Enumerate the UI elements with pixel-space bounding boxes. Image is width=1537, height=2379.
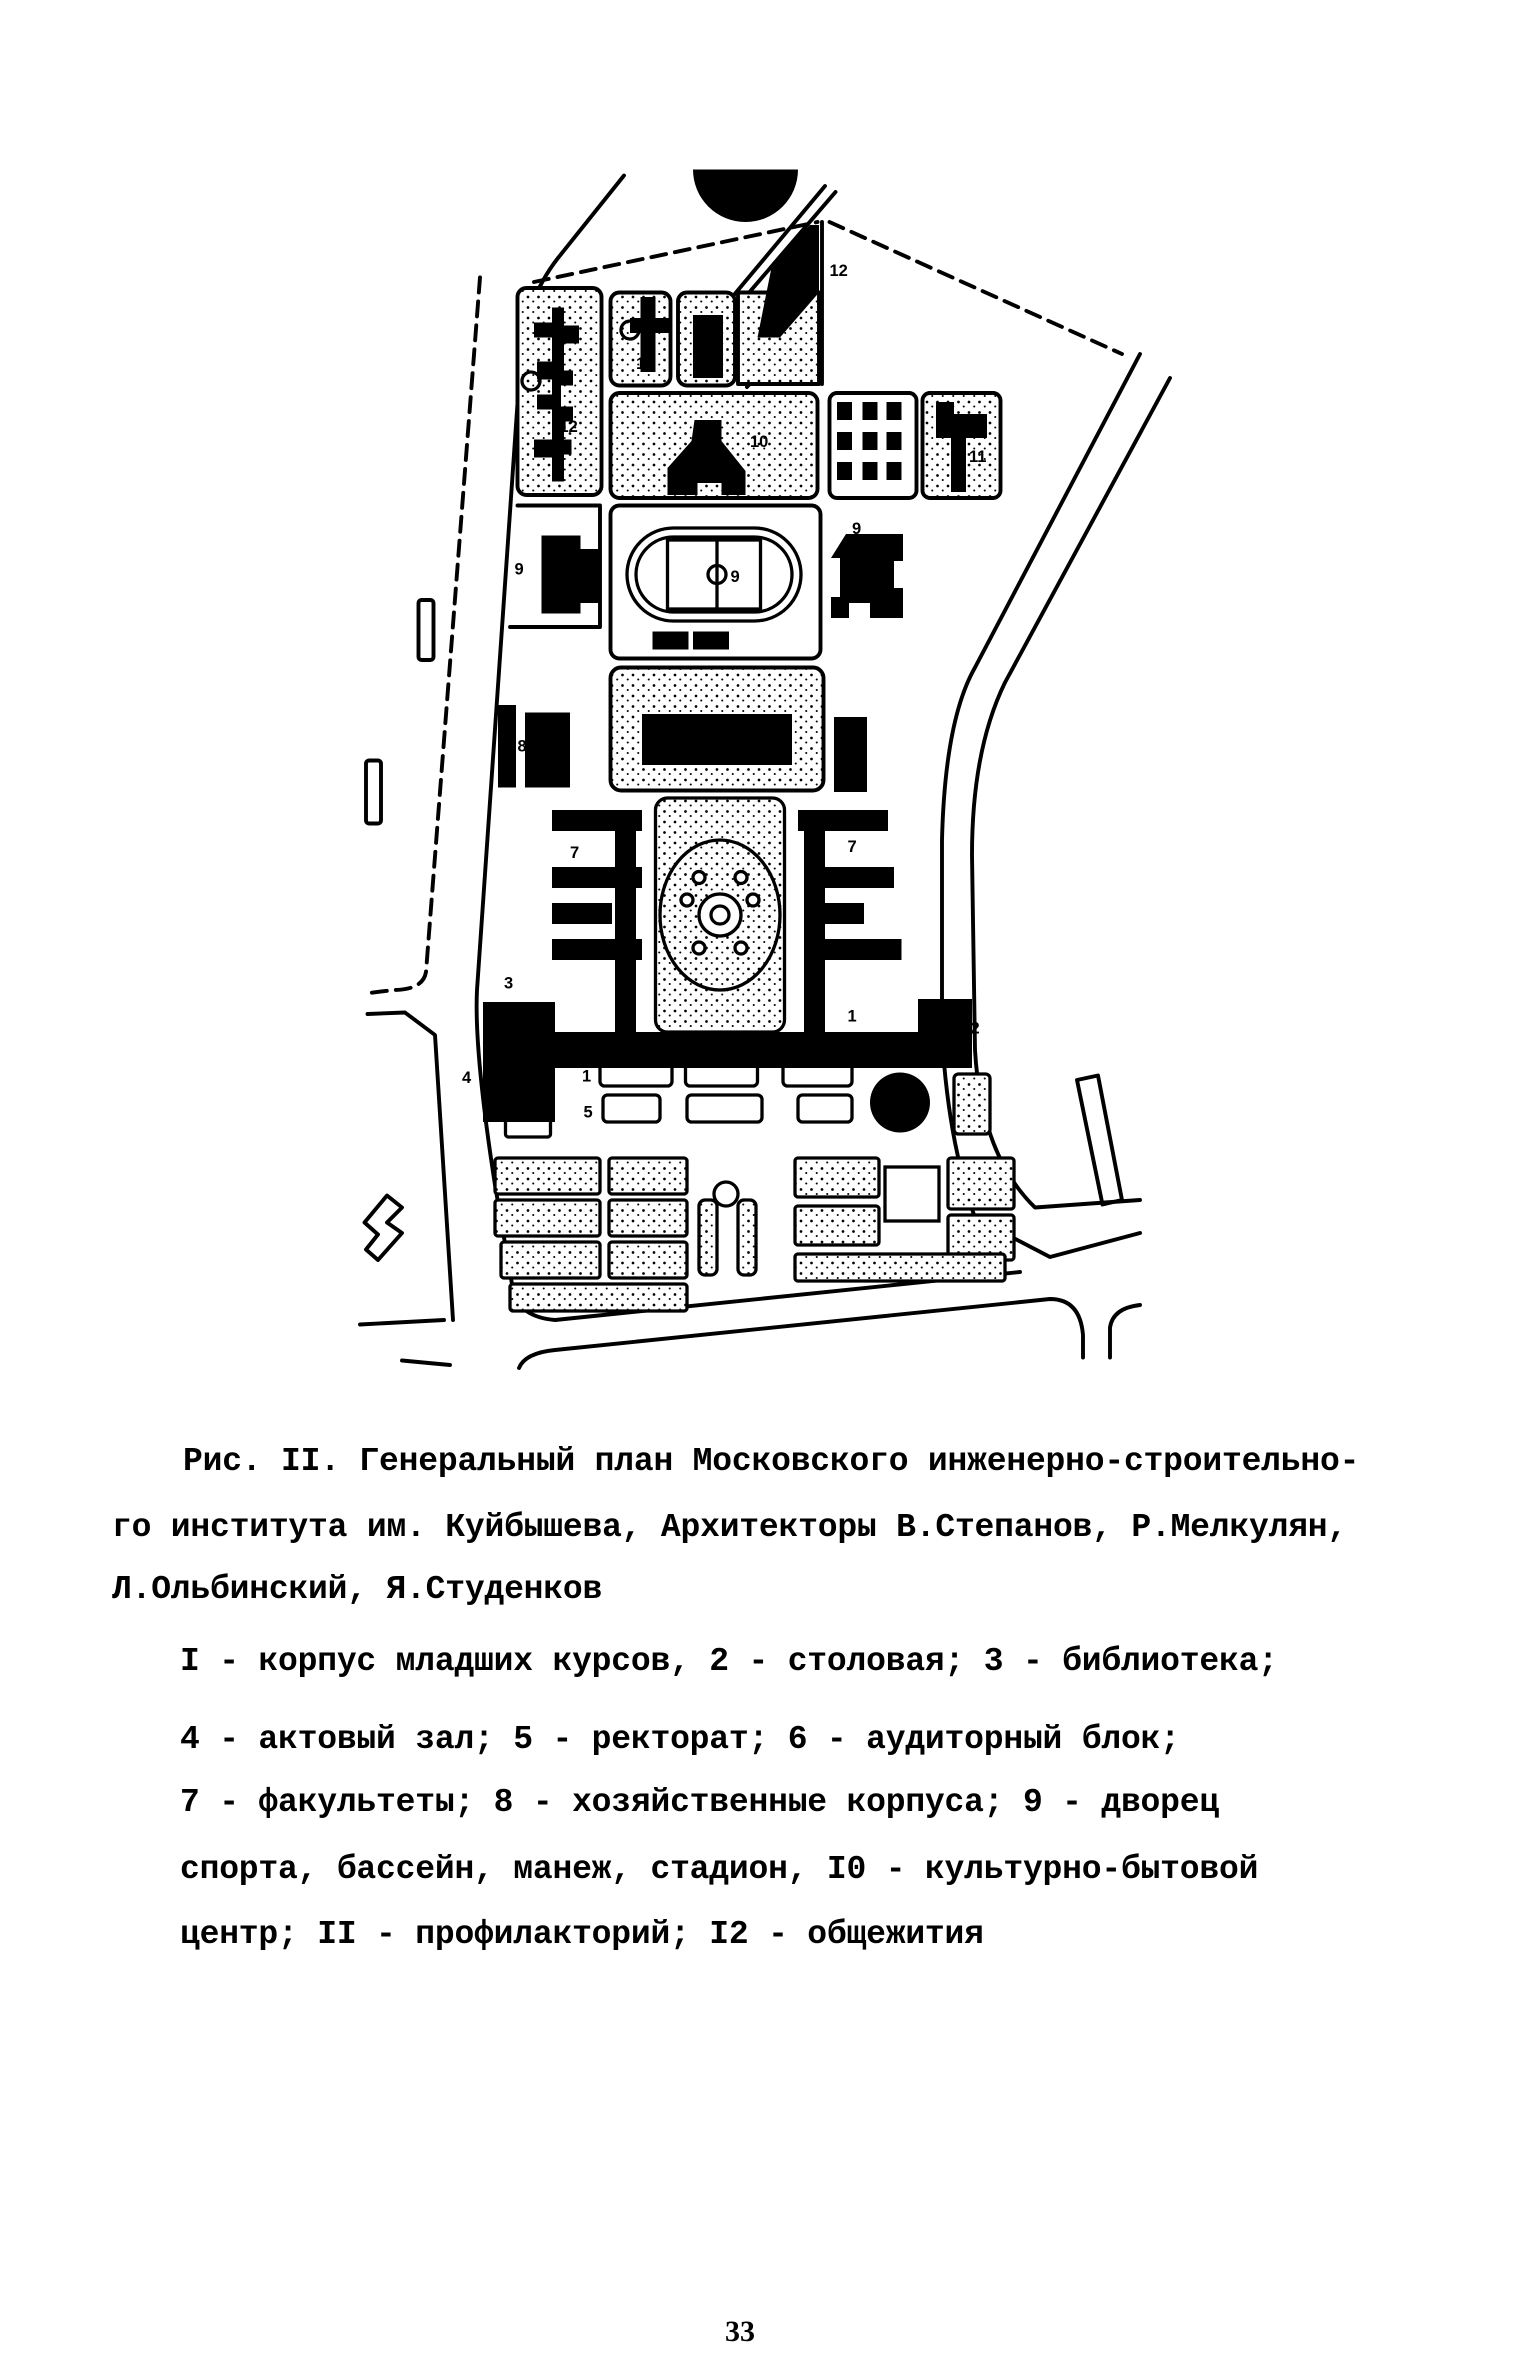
map-label: 7 — [570, 844, 579, 862]
map-label: 10 — [750, 433, 768, 451]
cultural-center-10 — [667, 420, 746, 496]
map-label: 7 — [847, 910, 856, 928]
park-semicircle — [692, 169, 798, 223]
map-label: 1 — [582, 1068, 591, 1086]
map-label: 9 — [730, 568, 739, 586]
dashed-boundary-top — [532, 220, 820, 284]
map-label: 12 — [559, 418, 577, 436]
prophylactorium-grid — [836, 402, 902, 481]
map-label: 4 — [462, 1069, 472, 1087]
stadium-track — [625, 526, 803, 623]
page-number: 33 — [725, 2315, 755, 2348]
map-label: 2 — [970, 1020, 979, 1038]
map-label: 8 — [517, 738, 526, 756]
map-label: 11 — [969, 448, 986, 466]
legend-line: I - корпус младших курсов, 2 - столовая;… — [180, 1643, 1278, 1680]
road-right-inner — [970, 376, 1172, 1210]
map-label: 5 — [583, 1104, 592, 1122]
dashed-boundary-left — [367, 275, 482, 995]
legend-line: 4 - актовый зал; 5 - ректорат; 6 - аудит… — [180, 1721, 1180, 1758]
road-bottom — [517, 1297, 1085, 1370]
map-label: 12 — [636, 355, 654, 373]
map-label: 1 — [847, 1008, 856, 1026]
figure-caption-line: Л.Ольбинский, Я.Студенков — [112, 1571, 603, 1608]
map-label: 3 — [504, 975, 513, 993]
legend-line: 7 - факультеты; 8 - хозяйственные корпус… — [180, 1784, 1219, 1821]
dormitory-12-left — [533, 307, 579, 482]
auditorium-block-6 — [869, 1072, 930, 1133]
dashed-boundary-right — [827, 220, 1124, 356]
map-label: 12 — [829, 262, 847, 280]
legend-line: центр; II - профилакторий; I2 - общежити… — [180, 1916, 984, 1953]
map-label: 7 — [847, 838, 856, 856]
figure-caption-line: Рис. II. Генеральный план Московского ин… — [183, 1443, 1360, 1480]
legend-line: спорта, бассейн, манеж, стадион, I0 - ку… — [180, 1851, 1259, 1888]
map-label: 9 — [514, 561, 523, 579]
map-label: 9 — [852, 520, 861, 538]
figure-caption-line: го института им. Куйбышева, Архитекторы … — [112, 1509, 1348, 1546]
